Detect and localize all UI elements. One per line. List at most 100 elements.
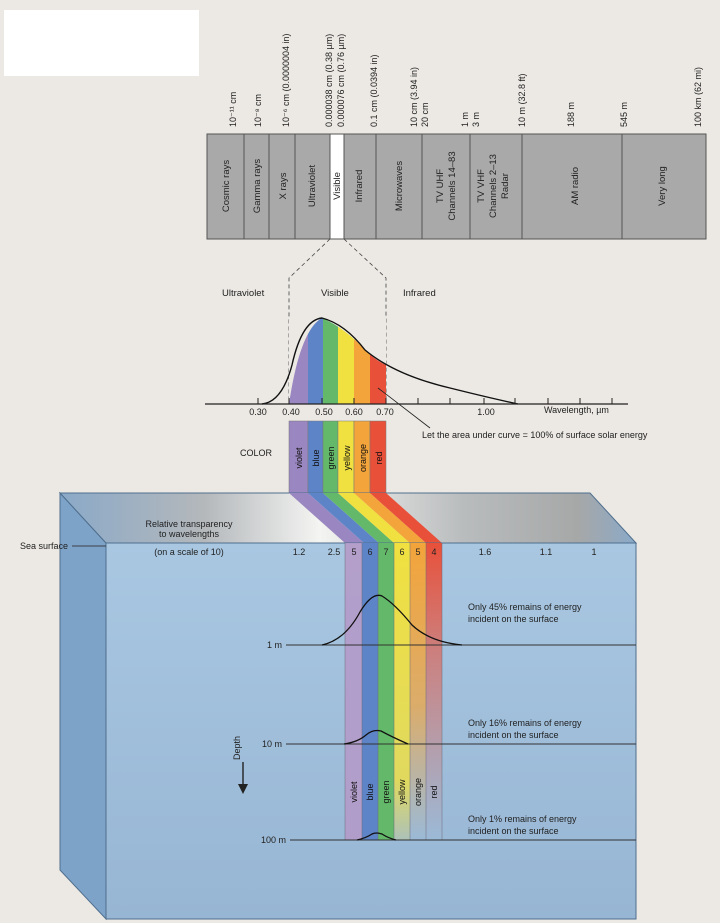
top-strip-yellow bbox=[338, 493, 410, 543]
solar-energy-curve bbox=[261, 317, 519, 405]
top-strip-violet bbox=[289, 493, 364, 543]
band-label: Ultraviolet bbox=[307, 165, 318, 208]
curve-mask-left bbox=[289, 318, 322, 404]
region-label-visible: Visible bbox=[321, 288, 349, 299]
sea-surface-label: Sea surface bbox=[20, 541, 68, 551]
scale-label: 10⁻⁶ cm (0.0000004 in) bbox=[281, 33, 291, 127]
underwater-blue bbox=[362, 543, 378, 840]
tick-label: 0.70 bbox=[376, 407, 394, 417]
energy-note-line: incident on the surface bbox=[468, 614, 559, 624]
scale-label: 188 m bbox=[566, 102, 576, 127]
band-label: Gamma rays bbox=[252, 159, 263, 214]
transparency-value: 1 bbox=[591, 547, 596, 557]
tick-label: 0.40 bbox=[282, 407, 300, 417]
transparency-label-line: to wavelengths bbox=[159, 529, 220, 539]
spectrum-scale-labels: 10⁻¹¹ cm 10⁻⁸ cm 10⁻⁶ cm (0.0000004 in) … bbox=[228, 33, 703, 127]
spectrum-band-dividers bbox=[243, 134, 623, 239]
scale-label: 10 cm (3.94 in) bbox=[409, 67, 419, 127]
ocean-side-face bbox=[59, 491, 107, 921]
band-label: AM radio bbox=[570, 167, 581, 205]
color-name: green bbox=[326, 446, 336, 469]
color-name: red bbox=[429, 785, 439, 798]
scale-label: 10⁻⁸ cm bbox=[253, 94, 263, 127]
color-columns-underwater bbox=[344, 543, 443, 840]
band-label: Very long bbox=[657, 166, 668, 206]
transparency-value: 2.5 bbox=[328, 547, 341, 557]
transparency-label: Relative transparency to wavelengths (on… bbox=[145, 519, 233, 557]
top-strip-orange bbox=[354, 493, 426, 543]
top-strip-blue bbox=[308, 493, 379, 543]
band-label: Infrared bbox=[354, 170, 365, 203]
band-label: TV UHF bbox=[435, 169, 446, 204]
scale-label: 1 m bbox=[460, 112, 470, 127]
energy-note-line: incident on the surface bbox=[468, 730, 559, 740]
color-name: violet bbox=[349, 781, 359, 803]
band-label: Channels 2–13 bbox=[488, 154, 499, 218]
energy-note-line: incident on the surface bbox=[468, 826, 559, 836]
scale-label: 0.000076 cm (0.76 µm) bbox=[336, 34, 346, 127]
color-name: yellow bbox=[397, 779, 407, 805]
depth-label: 1 m bbox=[267, 640, 282, 650]
band-label: Cosmic rays bbox=[221, 160, 232, 213]
energy-curve-1m bbox=[321, 594, 463, 646]
region-label-ultraviolet: Ultraviolet bbox=[222, 288, 265, 299]
tick-label: 0.30 bbox=[249, 407, 267, 417]
spectrum-bar-body bbox=[206, 133, 707, 240]
axis-tick-labels: 0.30 0.40 0.50 0.60 0.70 1.00 bbox=[249, 407, 495, 417]
spectrum-bar: 10⁻¹¹ cm 10⁻⁸ cm 10⁻⁶ cm (0.0000004 in) … bbox=[206, 33, 707, 240]
depth-label: 10 m bbox=[262, 739, 282, 749]
spectrum-band-labels: Cosmic rays Gamma rays X rays Ultraviole… bbox=[221, 151, 668, 220]
axis-label: Wavelength, µm bbox=[544, 405, 609, 415]
band-label: Channels 14–83 bbox=[447, 151, 458, 220]
color-name: violet bbox=[294, 447, 304, 469]
scale-label: 10⁻¹¹ cm bbox=[228, 92, 238, 127]
transparency-label-line: (on a scale of 10) bbox=[154, 547, 224, 557]
axis-ticks bbox=[257, 398, 613, 404]
scale-label: 3 m bbox=[471, 112, 481, 127]
transparency-values: 1.2 2.5 5 6 7 6 5 4 1.6 1.1 1 bbox=[293, 547, 597, 557]
band-label: Microwaves bbox=[394, 161, 405, 211]
energy-note-line: Only 45% remains of energy bbox=[468, 602, 582, 612]
scale-label: 0.000038 cm (0.38 µm) bbox=[324, 34, 334, 127]
energy-curve-100m bbox=[356, 832, 397, 841]
depth-label: 100 m bbox=[261, 835, 286, 845]
scale-label: 10 m (32.8 ft) bbox=[517, 73, 527, 127]
top-strip-red bbox=[370, 493, 442, 543]
transparency-value: 5 bbox=[415, 547, 420, 557]
color-name: green bbox=[381, 780, 391, 803]
transparency-value: 1.1 bbox=[540, 547, 553, 557]
top-strip-green bbox=[323, 493, 394, 543]
transparency-value: 6 bbox=[399, 547, 404, 557]
depth-arrow: Depth bbox=[232, 736, 248, 794]
energy-note-line: Only 16% remains of energy bbox=[468, 718, 582, 728]
color-name: yellow bbox=[342, 445, 352, 471]
color-name: orange bbox=[358, 444, 368, 472]
depth-markers bbox=[286, 594, 636, 841]
transparency-value: 1.6 bbox=[479, 547, 492, 557]
visible-band-highlight bbox=[329, 133, 345, 240]
color-name: blue bbox=[365, 783, 375, 800]
color-name: blue bbox=[311, 449, 321, 466]
transparency-label-line: Relative transparency bbox=[145, 519, 233, 529]
underwater-column-borders bbox=[344, 543, 443, 840]
tick-label: 0.60 bbox=[345, 407, 363, 417]
scale-label: 545 m bbox=[619, 102, 629, 127]
energy-note-line: Only 1% remains of energy bbox=[468, 814, 577, 824]
scale-label: 100 km (62 mi) bbox=[693, 67, 703, 127]
blank-corner-patch bbox=[4, 10, 199, 76]
curve-band-yellow bbox=[338, 318, 354, 404]
transparency-value: 1.2 bbox=[293, 547, 306, 557]
band-label: X rays bbox=[278, 172, 289, 199]
transparency-value: 6 bbox=[367, 547, 372, 557]
region-label-infrared: Infrared bbox=[403, 288, 436, 299]
band-label: TV VHF bbox=[476, 169, 487, 203]
energy-curve-10m bbox=[343, 729, 409, 745]
color-name: red bbox=[374, 451, 384, 464]
note-pointer-line bbox=[377, 387, 431, 429]
band-label: Radar bbox=[500, 173, 511, 199]
curve-region-labels: Ultraviolet Visible Infrared bbox=[222, 288, 436, 299]
color-columns-upper bbox=[288, 420, 387, 496]
transparency-value: 5 bbox=[351, 547, 356, 557]
color-label: COLOR bbox=[240, 448, 273, 458]
underwater-red bbox=[426, 543, 442, 840]
